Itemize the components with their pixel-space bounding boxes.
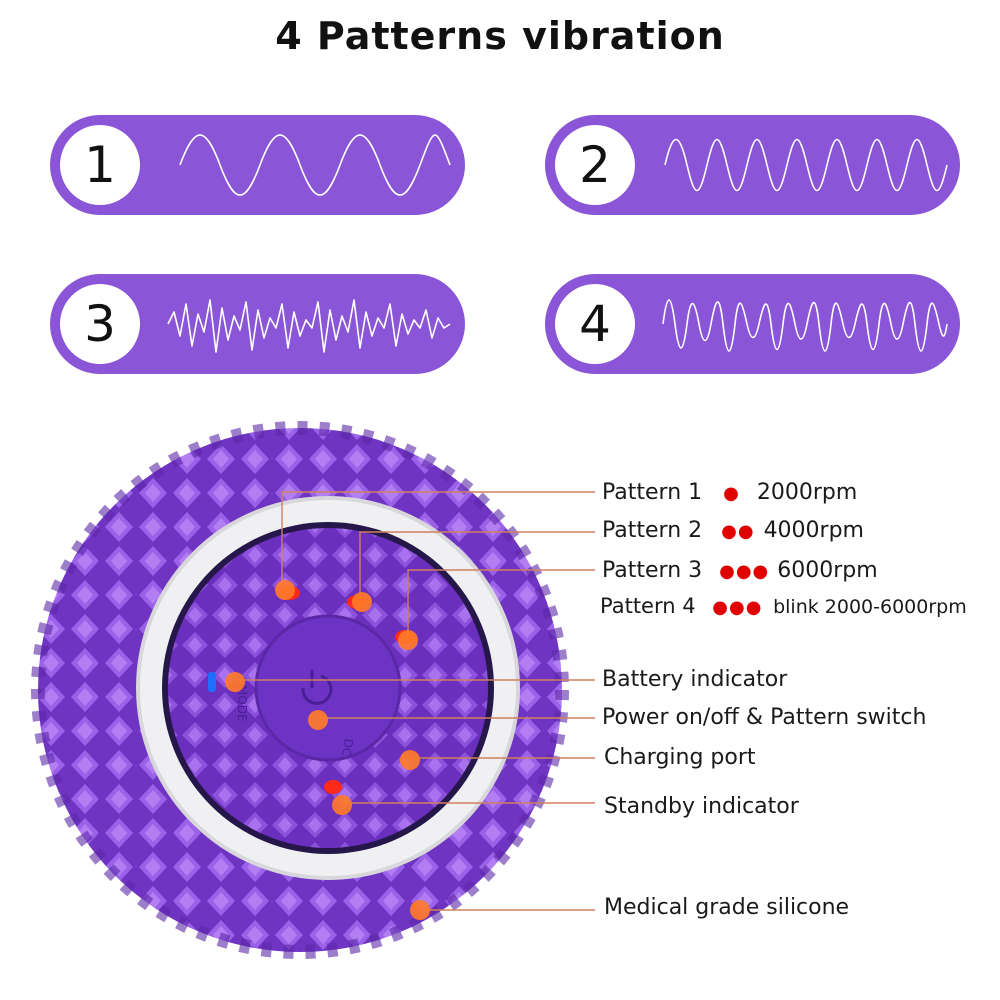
callout-pattern2: Pattern 2 ●● 4000rpm [602,518,864,543]
callout-pattern4-label: Pattern 4 [600,594,696,618]
callout-dot-silicone [410,900,430,920]
power-icon [301,670,333,705]
callout-line-pattern3 [407,569,595,636]
callout-dot-power [308,710,328,730]
massage-ball-diagram: MODE DC [31,421,595,959]
callout-pattern4-dots: ●●● [712,597,763,618]
pattern-1-card: 1 [50,115,465,215]
callout-pattern2-label: Pattern 2 [602,518,703,543]
pattern-2-number: 2 [555,125,635,205]
pattern-1-wave-icon [179,134,451,196]
page-title: 4 Patterns vibration [275,14,725,58]
callout-pattern1: Pattern 1 ● 2000rpm [602,480,857,505]
callout-pattern1-label: Pattern 1 [602,480,703,505]
callout-dot-pattern3 [398,630,418,650]
callout-dot-standby [332,795,352,815]
callout-power: Power on/off & Pattern switch [602,705,927,730]
callout-silicone: Medical grade silicone [604,895,850,920]
callout-dot-pattern1 [275,580,295,600]
pattern-4-number: 4 [555,284,635,364]
callout-line-pattern1 [281,491,595,585]
callout-line-pattern2 [359,531,595,598]
callout-pattern1-dots: ● [723,483,740,504]
mode-engraving: MODE [235,685,249,722]
callout-pattern2-speed: 4000rpm [763,518,864,543]
callout-pattern2-dots: ●● [721,521,755,542]
standby-led [324,780,342,794]
callout-charging: Charging port [604,745,756,770]
pattern-2-card: 2 [545,115,960,215]
pattern-4-wave-icon [662,299,948,352]
pattern-3-card: 3 [50,274,465,374]
callout-pattern4: Pattern 4 ●●● blink 2000-6000rpm [600,594,967,618]
pattern-3-number: 3 [60,284,140,364]
callout-pattern3-speed: 6000rpm [777,558,878,583]
pattern-1-number: 1 [60,125,140,205]
callout-battery: Battery indicator [602,667,788,692]
callout-dot-charging [400,750,420,770]
battery-led [208,672,216,692]
pattern-4-card: 4 [545,274,960,374]
callout-pattern1-speed: 2000rpm [756,480,858,505]
callout-dot-pattern2 [352,592,372,612]
callout-pattern4-speed: blink 2000-6000rpm [773,596,967,618]
callout-pattern3-label: Pattern 3 [602,558,703,583]
callout-dot-battery [225,672,245,692]
dc-engraving: DC [339,737,356,757]
pattern-3-wave-icon [167,299,451,353]
callout-pattern3: Pattern 3 ●●● 6000rpm [602,558,878,583]
callout-standby: Standby indicator [604,794,799,819]
pattern-2-wave-icon [664,139,948,191]
callout-pattern3-dots: ●●● [719,561,770,582]
